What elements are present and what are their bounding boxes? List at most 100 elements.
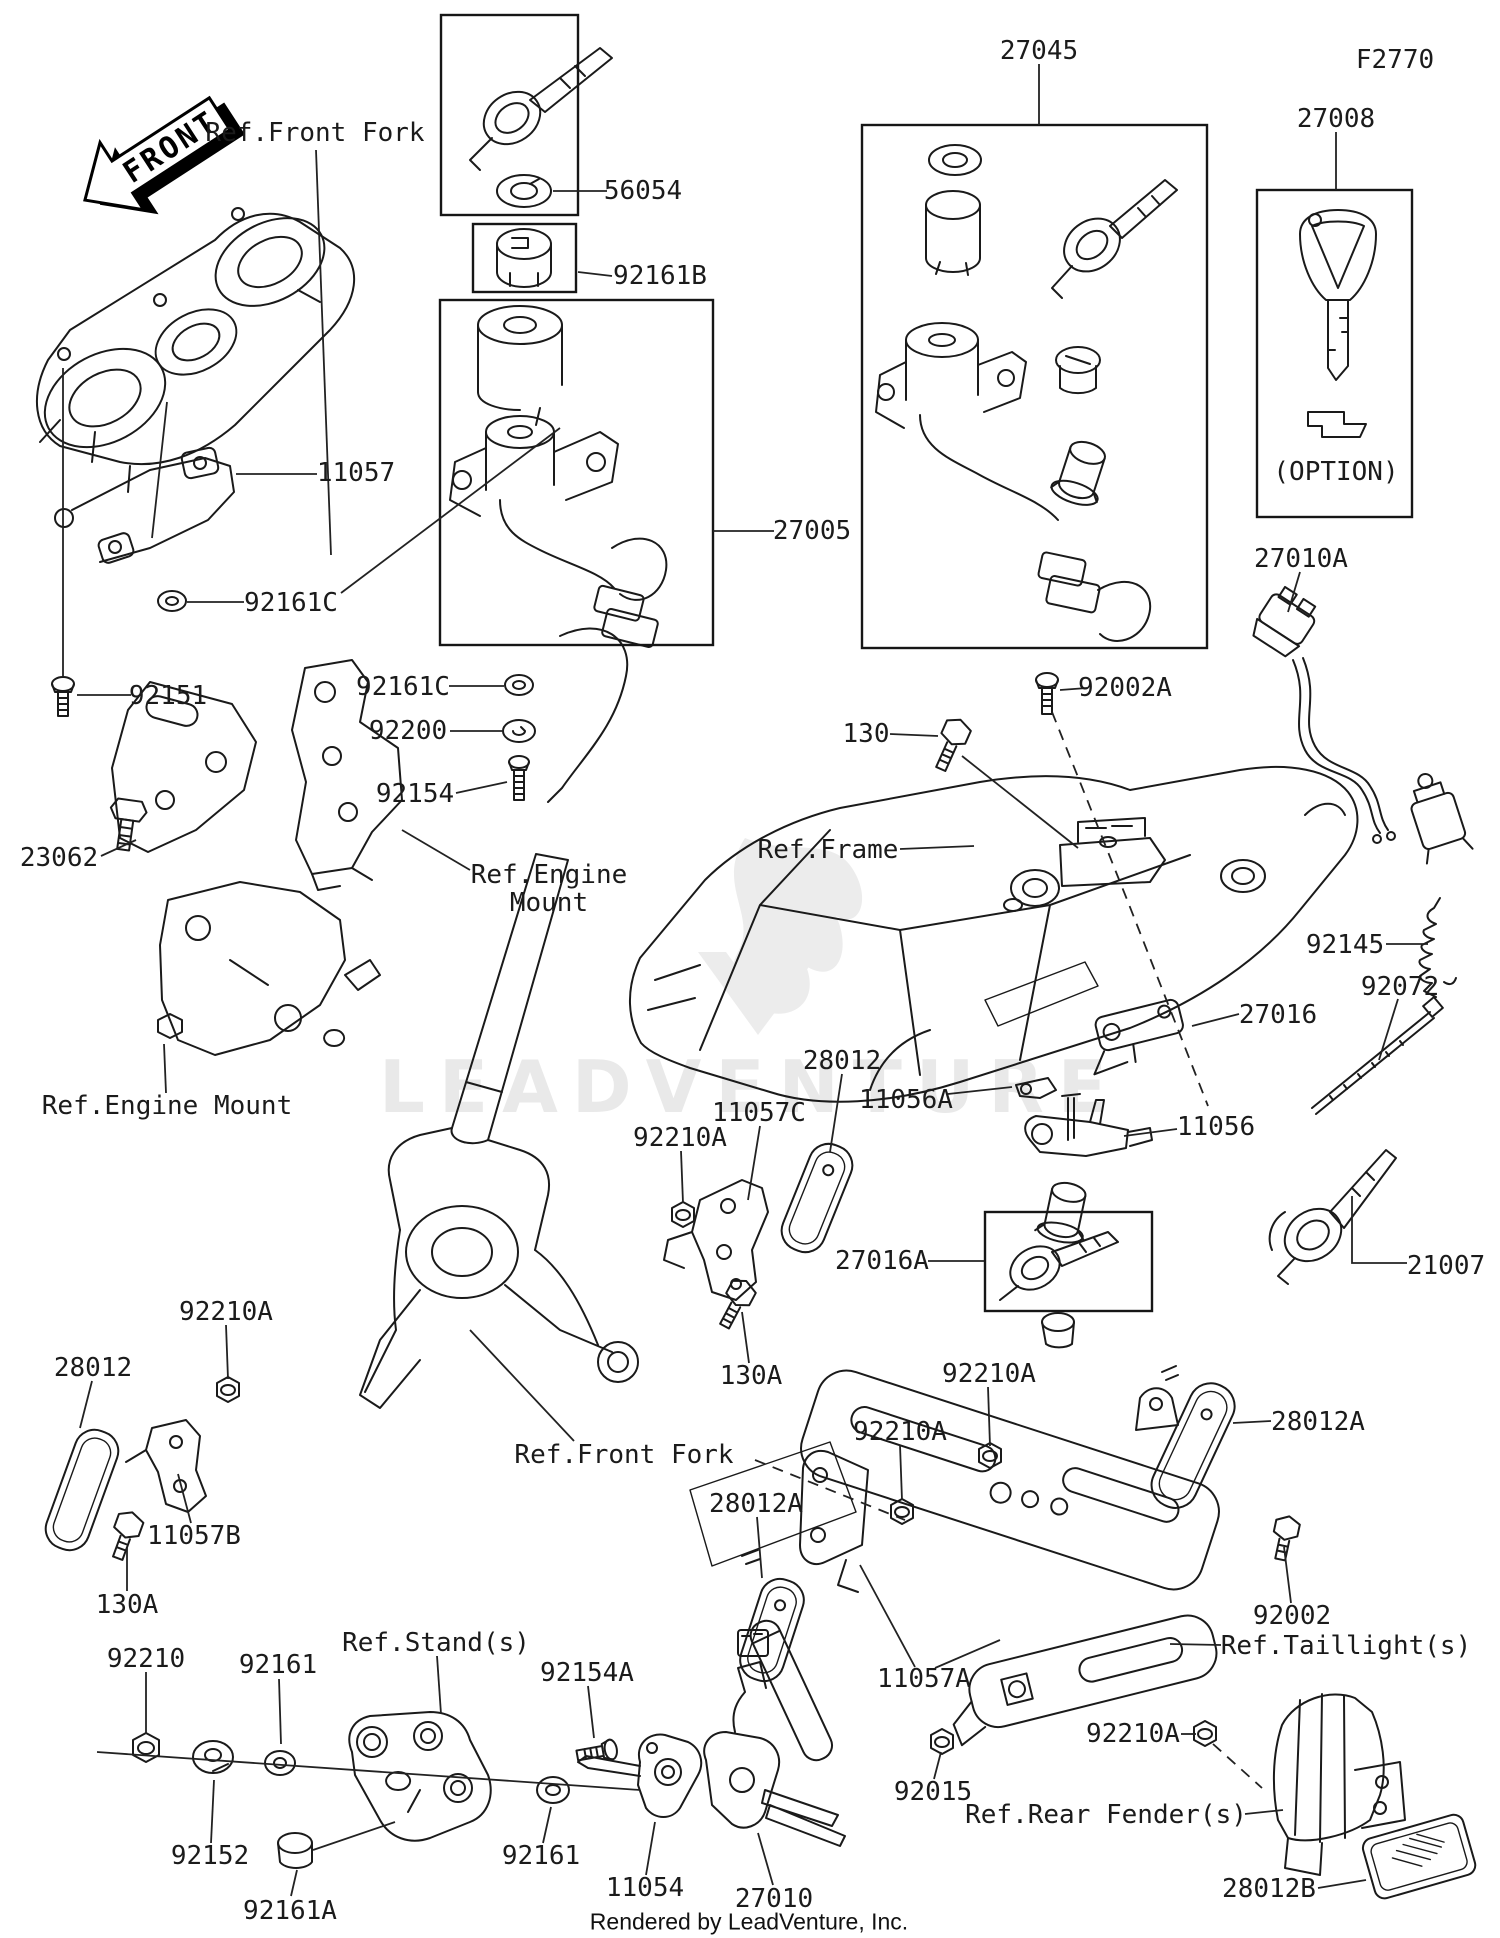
leader-line — [542, 1806, 552, 1844]
leader-line — [1351, 1196, 1407, 1264]
key-set-drawing — [469, 47, 613, 171]
leader-line — [1169, 1643, 1222, 1646]
leader-line — [225, 1324, 229, 1380]
leader-line — [741, 1311, 750, 1364]
reflector-28012-left-drawing — [44, 1428, 120, 1552]
screw-92002A-drawing — [1035, 672, 1059, 715]
taillight-bracket-drawing — [952, 1614, 1218, 1747]
leader-line — [100, 839, 137, 857]
part-23062: 23062 — [19, 842, 99, 873]
leader-line — [455, 781, 508, 794]
part-11057C: 11057C — [712, 1097, 806, 1128]
leader-line — [1051, 711, 1209, 1107]
part-11056: 11056 — [1176, 1111, 1256, 1142]
reflector-28012A-left-drawing — [739, 1549, 805, 1683]
leader-line — [177, 1473, 192, 1524]
washer-92161-lower-drawing — [536, 1776, 570, 1804]
keys-27016A-drawing — [999, 1231, 1119, 1301]
screw-92002-drawing — [1272, 1515, 1301, 1562]
ref-rear-fenders: Ref.Rear Fender(s) — [965, 1799, 1247, 1830]
leader-line — [829, 1073, 843, 1153]
bolt-130-drawing — [935, 718, 972, 773]
part-92145: 92145 — [1305, 929, 1385, 960]
rear-fender-drawing — [1272, 1693, 1406, 1876]
part-28012-1: 28012 — [53, 1352, 133, 1383]
leadventure-watermark: LEADVENTURE — [379, 1045, 1121, 1129]
screw-92154A-drawing — [575, 1738, 618, 1762]
part-21007: 21007 — [1406, 1250, 1486, 1281]
lever-11056A-drawing — [1015, 1077, 1057, 1099]
license-bracket-drawing — [800, 1369, 1220, 1591]
leader-line — [933, 1751, 942, 1780]
part-27010A: 27010A — [1254, 543, 1348, 574]
engine-mount-bracket-left-drawing — [157, 881, 346, 1056]
leader-line — [96, 1751, 641, 1791]
plug-92161A-drawing — [277, 1832, 313, 1869]
option-note: (OPTION) — [1273, 456, 1399, 487]
leader-line — [79, 1380, 93, 1429]
frame-drawing — [629, 765, 1359, 1103]
part-11056A: 11056A — [859, 1084, 953, 1115]
panel-outline — [984, 961, 1099, 1027]
part-92200: 92200 — [368, 715, 448, 746]
leader-line — [754, 1459, 906, 1521]
kit-box-27016A — [983, 1210, 1154, 1313]
part-27008: 27008 — [1296, 103, 1376, 134]
part-92161A: 92161A — [243, 1895, 337, 1926]
part-27005: 27005 — [772, 515, 852, 546]
leader-line — [290, 1869, 298, 1897]
leader-line — [312, 1821, 396, 1851]
kit-box-92161B — [471, 222, 578, 294]
ref-front-fork-top: Ref.Front Fork — [205, 117, 425, 148]
bolt-130A-center-drawing — [719, 1279, 757, 1330]
bracket-11056-drawing — [1024, 1099, 1153, 1157]
part-11057A: 11057A — [877, 1663, 971, 1694]
part-92154: 92154 — [375, 778, 455, 809]
screw-92154-drawing — [508, 755, 530, 801]
leader-line — [1287, 571, 1301, 613]
part-27016A: 27016A — [835, 1245, 929, 1276]
leader-line — [756, 1516, 763, 1579]
washer-92161C-center-drawing — [504, 674, 534, 696]
part-92152: 92152 — [170, 1840, 250, 1871]
cap-drawing — [1041, 1312, 1075, 1349]
triple-clamp-drawing — [36, 207, 356, 493]
bracket-11057A-drawing — [689, 1441, 869, 1593]
part-130: 130 — [842, 718, 890, 749]
leader-line — [680, 1150, 684, 1204]
pin-drawing — [1061, 1093, 1081, 1141]
part-27016: 27016 — [1238, 999, 1318, 1030]
part-11057: 11057 — [316, 457, 396, 488]
ref-engine-mount-right: Ref.Engine Mount — [470, 859, 628, 918]
footer-credit: Rendered by LeadVenture, Inc. — [589, 1908, 909, 1935]
part-92161C-1: 92161C — [244, 587, 338, 618]
part-92161C-2: 92161C — [356, 671, 450, 702]
part-11054: 11054 — [605, 1872, 685, 1903]
leader-line — [1378, 998, 1399, 1061]
part-28012-2: 28012 — [802, 1045, 882, 1076]
kit-box-27045 — [860, 123, 1209, 650]
washer-56054-drawing — [496, 174, 552, 208]
kit-box-27005 — [438, 298, 715, 647]
bracket-11057C-drawing — [663, 1179, 769, 1301]
part-92210A-6: 92210A — [1086, 1718, 1180, 1749]
leader-line — [1317, 1879, 1367, 1889]
key-blank-27008-drawing — [1299, 209, 1377, 438]
kickstand-leg-drawing — [749, 1619, 834, 1762]
leader-line — [1244, 1809, 1284, 1815]
leader-line — [859, 1564, 916, 1668]
leader-line — [340, 427, 561, 594]
part-92161-2: 92161 — [501, 1840, 581, 1871]
part-92072: 92072 — [1360, 971, 1440, 1002]
part-92002: 92002 — [1252, 1600, 1332, 1631]
part-92210A-4: 92210A — [942, 1358, 1036, 1389]
leader-line — [1059, 687, 1088, 691]
leader-line — [987, 1386, 991, 1447]
latch-27016-drawing — [1093, 998, 1184, 1076]
nut-92210A-br-drawing — [1193, 1720, 1217, 1747]
part-92210A-5: 92210A — [853, 1416, 947, 1447]
part-28012A-2: 28012A — [1271, 1406, 1365, 1437]
bushing-92161B-drawing — [496, 228, 552, 288]
